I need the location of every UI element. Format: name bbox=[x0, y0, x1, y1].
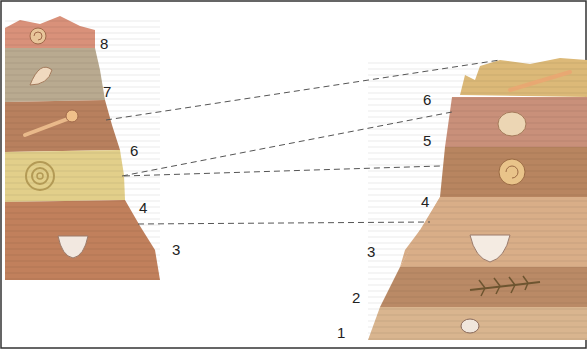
layer-number: 6 bbox=[423, 92, 431, 107]
right-column bbox=[368, 58, 587, 340]
layer-number: 8 bbox=[100, 36, 108, 51]
layer-number: 1 bbox=[337, 325, 345, 340]
layer-number: 6 bbox=[130, 143, 138, 158]
layer-number: 7 bbox=[103, 84, 111, 99]
layer-number: 3 bbox=[367, 244, 375, 259]
layer-number: 3 bbox=[172, 242, 180, 257]
layer-number: 2 bbox=[352, 290, 360, 305]
left-column bbox=[5, 16, 160, 280]
layer-number: 4 bbox=[139, 200, 147, 215]
layer-number: 5 bbox=[423, 133, 431, 148]
layer-number: 4 bbox=[421, 194, 429, 209]
correlation-lines bbox=[106, 60, 500, 224]
